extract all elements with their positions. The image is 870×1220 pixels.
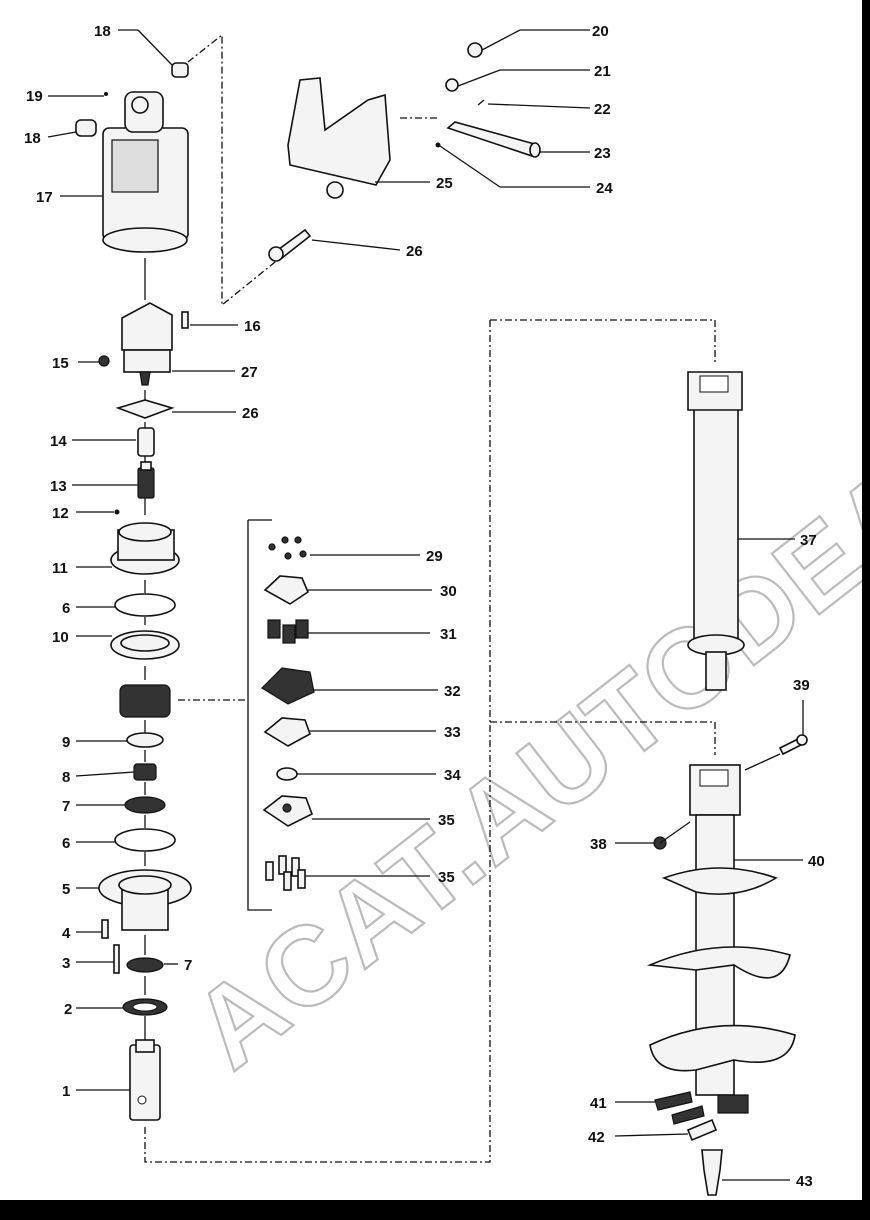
part-26-gasket [115,399,175,419]
callout-22: 22 [594,101,611,118]
callout-23: 23 [594,145,611,162]
callout-21: 21 [594,63,611,80]
callout-35: 35 [438,869,455,886]
part-40-auger [646,764,796,1096]
callout-7: 7 [184,957,192,974]
part-7-bearing-lower [126,957,164,973]
part-2-seal [122,998,168,1016]
callout-16: 16 [244,318,261,335]
callout-11: 11 [52,560,68,577]
callout-17: 17 [36,189,53,206]
callout-6: 6 [62,835,70,852]
part-18-bushings [75,62,189,137]
callout-42: 42 [588,1129,605,1146]
callout-37: 37 [800,532,817,549]
part-14-sleeve [137,427,155,457]
callout-40: 40 [808,853,825,870]
callout-3: 3 [62,955,70,972]
callout-14: 14 [50,433,67,450]
callout-25: 25 [436,175,453,192]
callout-12: 12 [52,505,69,522]
callout-7: 7 [62,798,70,815]
part-6-o-ring-upper [114,593,176,617]
callout-32: 32 [444,683,461,700]
part-17-motor [102,127,189,253]
part-30-plate [263,575,309,605]
callout-43: 43 [796,1173,813,1190]
callout-33: 33 [444,724,461,741]
part-4-bolt [101,919,109,939]
part-5-flange-housing [98,869,192,931]
part-22-pin [477,99,485,106]
callout-18: 18 [24,130,41,147]
part-21-washer [445,78,459,92]
part-43-pilot-bit [701,1149,723,1196]
callout-38: 38 [590,836,607,853]
part-1-output-shaft [129,1039,161,1121]
assembly-dash-lines [144,33,716,1163]
callout-18: 18 [94,23,111,40]
part-25-mount-bracket [287,77,391,199]
callout-29: 29 [426,548,443,565]
callout-5: 5 [62,881,70,898]
callout-13: 13 [50,478,67,495]
callout-27: 27 [241,364,258,381]
part-20-nut [467,42,483,58]
callout-9: 9 [62,734,70,751]
part-27-valve-block [98,302,189,386]
part-34-spacer [276,767,298,781]
callout-26: 26 [242,405,259,422]
callout-30: 30 [440,583,457,600]
callout-15: 15 [52,355,69,372]
callout-4: 4 [62,925,71,942]
part-19-swivel-head [104,91,164,133]
part-26-bolt [268,228,312,262]
callout-35: 35 [438,812,455,829]
part-planet-carrier [119,684,171,718]
callout-31: 31 [440,626,457,643]
callout-1: 1 [62,1083,70,1100]
leader-lines [47,29,804,1181]
callout-10: 10 [52,629,69,646]
callout-39: 39 [793,677,810,694]
callout-19: 19 [26,88,43,105]
part-8-nut [133,763,157,781]
callout-41: 41 [590,1095,607,1112]
callout-34: 34 [444,767,461,784]
callout-labels: 18 19 18 17 20 21 22 23 24 25 26 16 15 2… [24,23,825,1190]
right-border [862,0,870,1220]
part-3-pin [113,944,120,974]
part-39-bolt [778,734,808,756]
part-42-teeth [686,1118,718,1142]
part-35-pins [265,855,306,891]
callout-20: 20 [592,23,609,40]
part-24-clip [435,142,441,148]
callout-24: 24 [596,180,613,197]
part-13-gear-shaft [137,461,155,499]
callout-2: 2 [64,1001,72,1018]
part-29-balls [268,536,307,560]
part-11-housing [110,509,180,575]
part-32-carrier [261,667,315,705]
part-41-teeth [654,1091,749,1125]
part-6-o-ring-lower [114,828,176,852]
part-33-plate [263,717,311,747]
part-23-shaft [446,121,541,158]
bottom-border [0,1200,870,1220]
callout-6: 6 [62,600,70,617]
part-7-bearing-upper [124,796,166,814]
callout-8: 8 [62,769,70,786]
part-9-washer [126,732,164,748]
part-10-ring-gear [110,630,180,660]
part-35-carrier [262,795,314,827]
part-31-planet-gears [267,619,309,644]
part-37-extension [687,371,745,691]
callout-26: 26 [406,243,423,260]
